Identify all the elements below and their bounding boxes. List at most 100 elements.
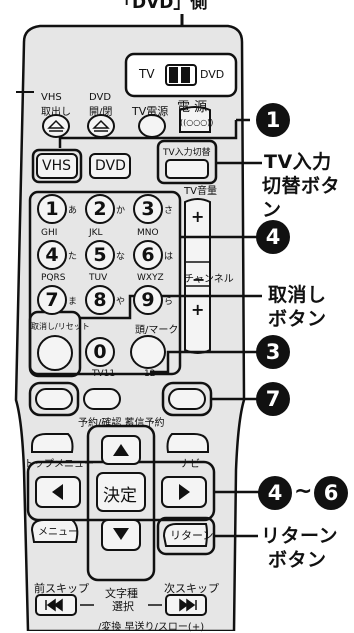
badge-7: 7 — [256, 382, 290, 416]
range-tilde: ~ — [294, 479, 313, 504]
char-select-label-1: 文字種 — [105, 587, 138, 600]
top-menu-button — [31, 433, 74, 453]
badge-4-top: 4 — [256, 220, 290, 254]
key-digit: 5 — [93, 244, 107, 266]
return-caption-2: ボタン — [268, 549, 327, 571]
key-digit: 6 — [141, 244, 155, 266]
badge-4-range: 4 — [258, 476, 292, 510]
key-kana-4: た — [68, 252, 78, 262]
bottom-row-label: /変換 早送り/スロー(+) — [98, 622, 205, 633]
dvd-button — [89, 153, 131, 179]
switch-label-dvd: DVD — [200, 68, 225, 81]
vhs-eject-label-2: 取出し — [41, 107, 71, 118]
line-n3 — [150, 350, 262, 374]
top-menu-label: トップメニュー — [24, 459, 94, 470]
key-kana-1: あ — [68, 206, 78, 216]
navi-button — [166, 433, 209, 453]
badge-1: 1 — [256, 103, 290, 137]
line-n1-branch — [58, 120, 238, 148]
key-kana-8: や — [116, 297, 126, 307]
reserve-right-button — [168, 388, 206, 410]
reserve-left-button — [35, 388, 73, 410]
vhs-button — [36, 153, 78, 179]
key-5-button[interactable]: 5 — [85, 240, 115, 270]
tv-input-button — [165, 159, 209, 179]
key-2-button[interactable]: 2 — [85, 194, 115, 224]
char-select-label-2: 選択 — [112, 600, 134, 613]
key-7-button[interactable]: 7 — [37, 285, 67, 315]
key-digit: 2 — [93, 198, 107, 220]
key-digit: 3 — [141, 198, 155, 220]
switch-knob-a — [169, 67, 178, 83]
key-letters-9: WXYZ — [137, 273, 164, 283]
mark-button — [130, 335, 166, 369]
vhs-eject-button — [42, 114, 70, 138]
key-1-button[interactable]: 1 — [37, 194, 67, 224]
dvd-open-label-1: DVD — [89, 92, 112, 103]
reserve-label: 予約/確認 蓄信予約 — [78, 418, 165, 429]
right-arrow-icon — [179, 484, 190, 500]
prev-skip-icon — [45, 598, 63, 612]
key-kana-2: か — [116, 206, 126, 216]
key-letters-5: JKL — [89, 228, 103, 238]
key-8-button[interactable]: 8 — [85, 285, 115, 315]
key-digit: 4 — [45, 244, 59, 266]
dvd-side-caption: 「DVD」側 — [115, 0, 208, 13]
prev-skip-label: 前スキップ — [34, 582, 89, 595]
return-label: リターン — [170, 529, 214, 542]
power-button — [179, 106, 211, 133]
dpad-vertical-frame — [86, 424, 156, 582]
key-0-button[interactable]: 0 — [85, 337, 115, 367]
next-skip-icon — [179, 598, 197, 612]
key-letters-6: MNO — [137, 228, 159, 238]
switch-label-tv: TV — [139, 67, 155, 81]
dvd-open-label-2: 開/閉 — [89, 107, 113, 118]
key-4-button[interactable]: 4 — [37, 240, 67, 270]
return-button — [162, 523, 208, 547]
key-letters-8: TUV — [89, 273, 108, 283]
tv-input-caption-2: 切替ボタン — [262, 175, 341, 221]
key-digit: 7 — [45, 289, 59, 311]
key-6-button[interactable]: 6 — [133, 240, 163, 270]
tv12-label: 12 — [144, 369, 156, 379]
channel-label: チャンネル — [184, 274, 234, 285]
tv-input-caption-1: TV入力 — [264, 151, 332, 173]
line-clear — [80, 294, 262, 320]
return-caption-1: リターン — [261, 525, 339, 547]
power-symbol: ((○○○)) — [180, 118, 214, 127]
key-kana-6: は — [164, 252, 174, 262]
tv11-label: TV11 — [92, 369, 116, 379]
key-digit: 9 — [141, 289, 155, 311]
vhs-frame — [31, 148, 83, 184]
badge-6: 6 — [314, 476, 348, 510]
key-kana-3: さ — [164, 206, 174, 216]
key-letters-4: GHI — [41, 228, 58, 238]
power-label: 電 源 — [177, 100, 208, 115]
dvd-eject-button — [87, 114, 115, 138]
badge-3: 3 — [256, 335, 290, 369]
vhs-eject-label-1: VHS — [41, 92, 62, 103]
key-kana-7: ま — [68, 297, 78, 307]
menu-label: メニュー — [38, 527, 78, 538]
keypad-frame — [28, 190, 182, 376]
clear-button — [37, 335, 73, 371]
vol-minus-icon: − — [192, 270, 205, 289]
key-kana-5: な — [116, 252, 126, 262]
clear-label: 取消し/リセット — [31, 322, 90, 331]
key-digit: 1 — [45, 198, 59, 220]
next-skip-label: 次スキップ — [164, 582, 219, 595]
key-letters-7: PQRS — [41, 273, 66, 283]
key-9-button[interactable]: 9 — [133, 285, 163, 315]
enter-button — [96, 472, 146, 512]
left-arrow-icon — [52, 484, 63, 500]
key-3-button[interactable]: 3 — [133, 194, 163, 224]
reserve-frame — [28, 381, 80, 417]
key-digit: 8 — [93, 289, 107, 311]
ch-plus-icon: + — [191, 300, 204, 319]
clear-caption-2: ボタン — [268, 308, 327, 330]
vol-plus-icon: + — [191, 207, 204, 226]
tv-input-label: TV入力切替 — [163, 148, 211, 158]
down-arrow-icon — [113, 528, 129, 540]
